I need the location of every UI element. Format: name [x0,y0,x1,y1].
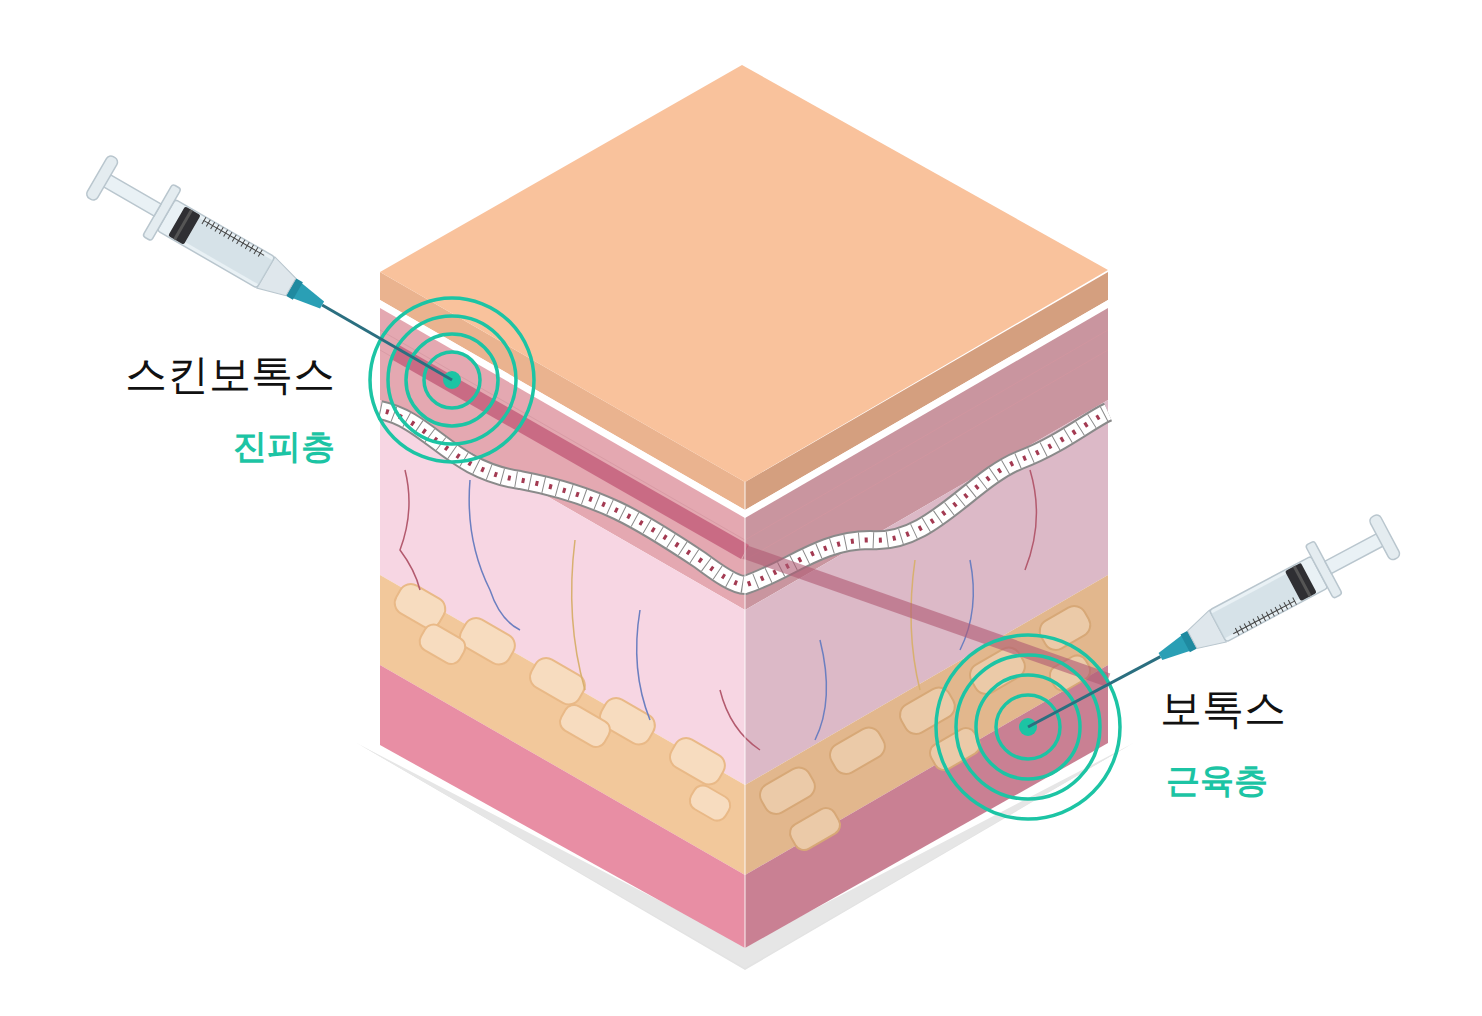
layer-label: 진피층 [233,428,335,465]
layer-label: 근육층 [1166,762,1268,799]
product-label: 스킨보톡스 [125,352,335,398]
product-label: 보톡스 [1160,686,1286,732]
